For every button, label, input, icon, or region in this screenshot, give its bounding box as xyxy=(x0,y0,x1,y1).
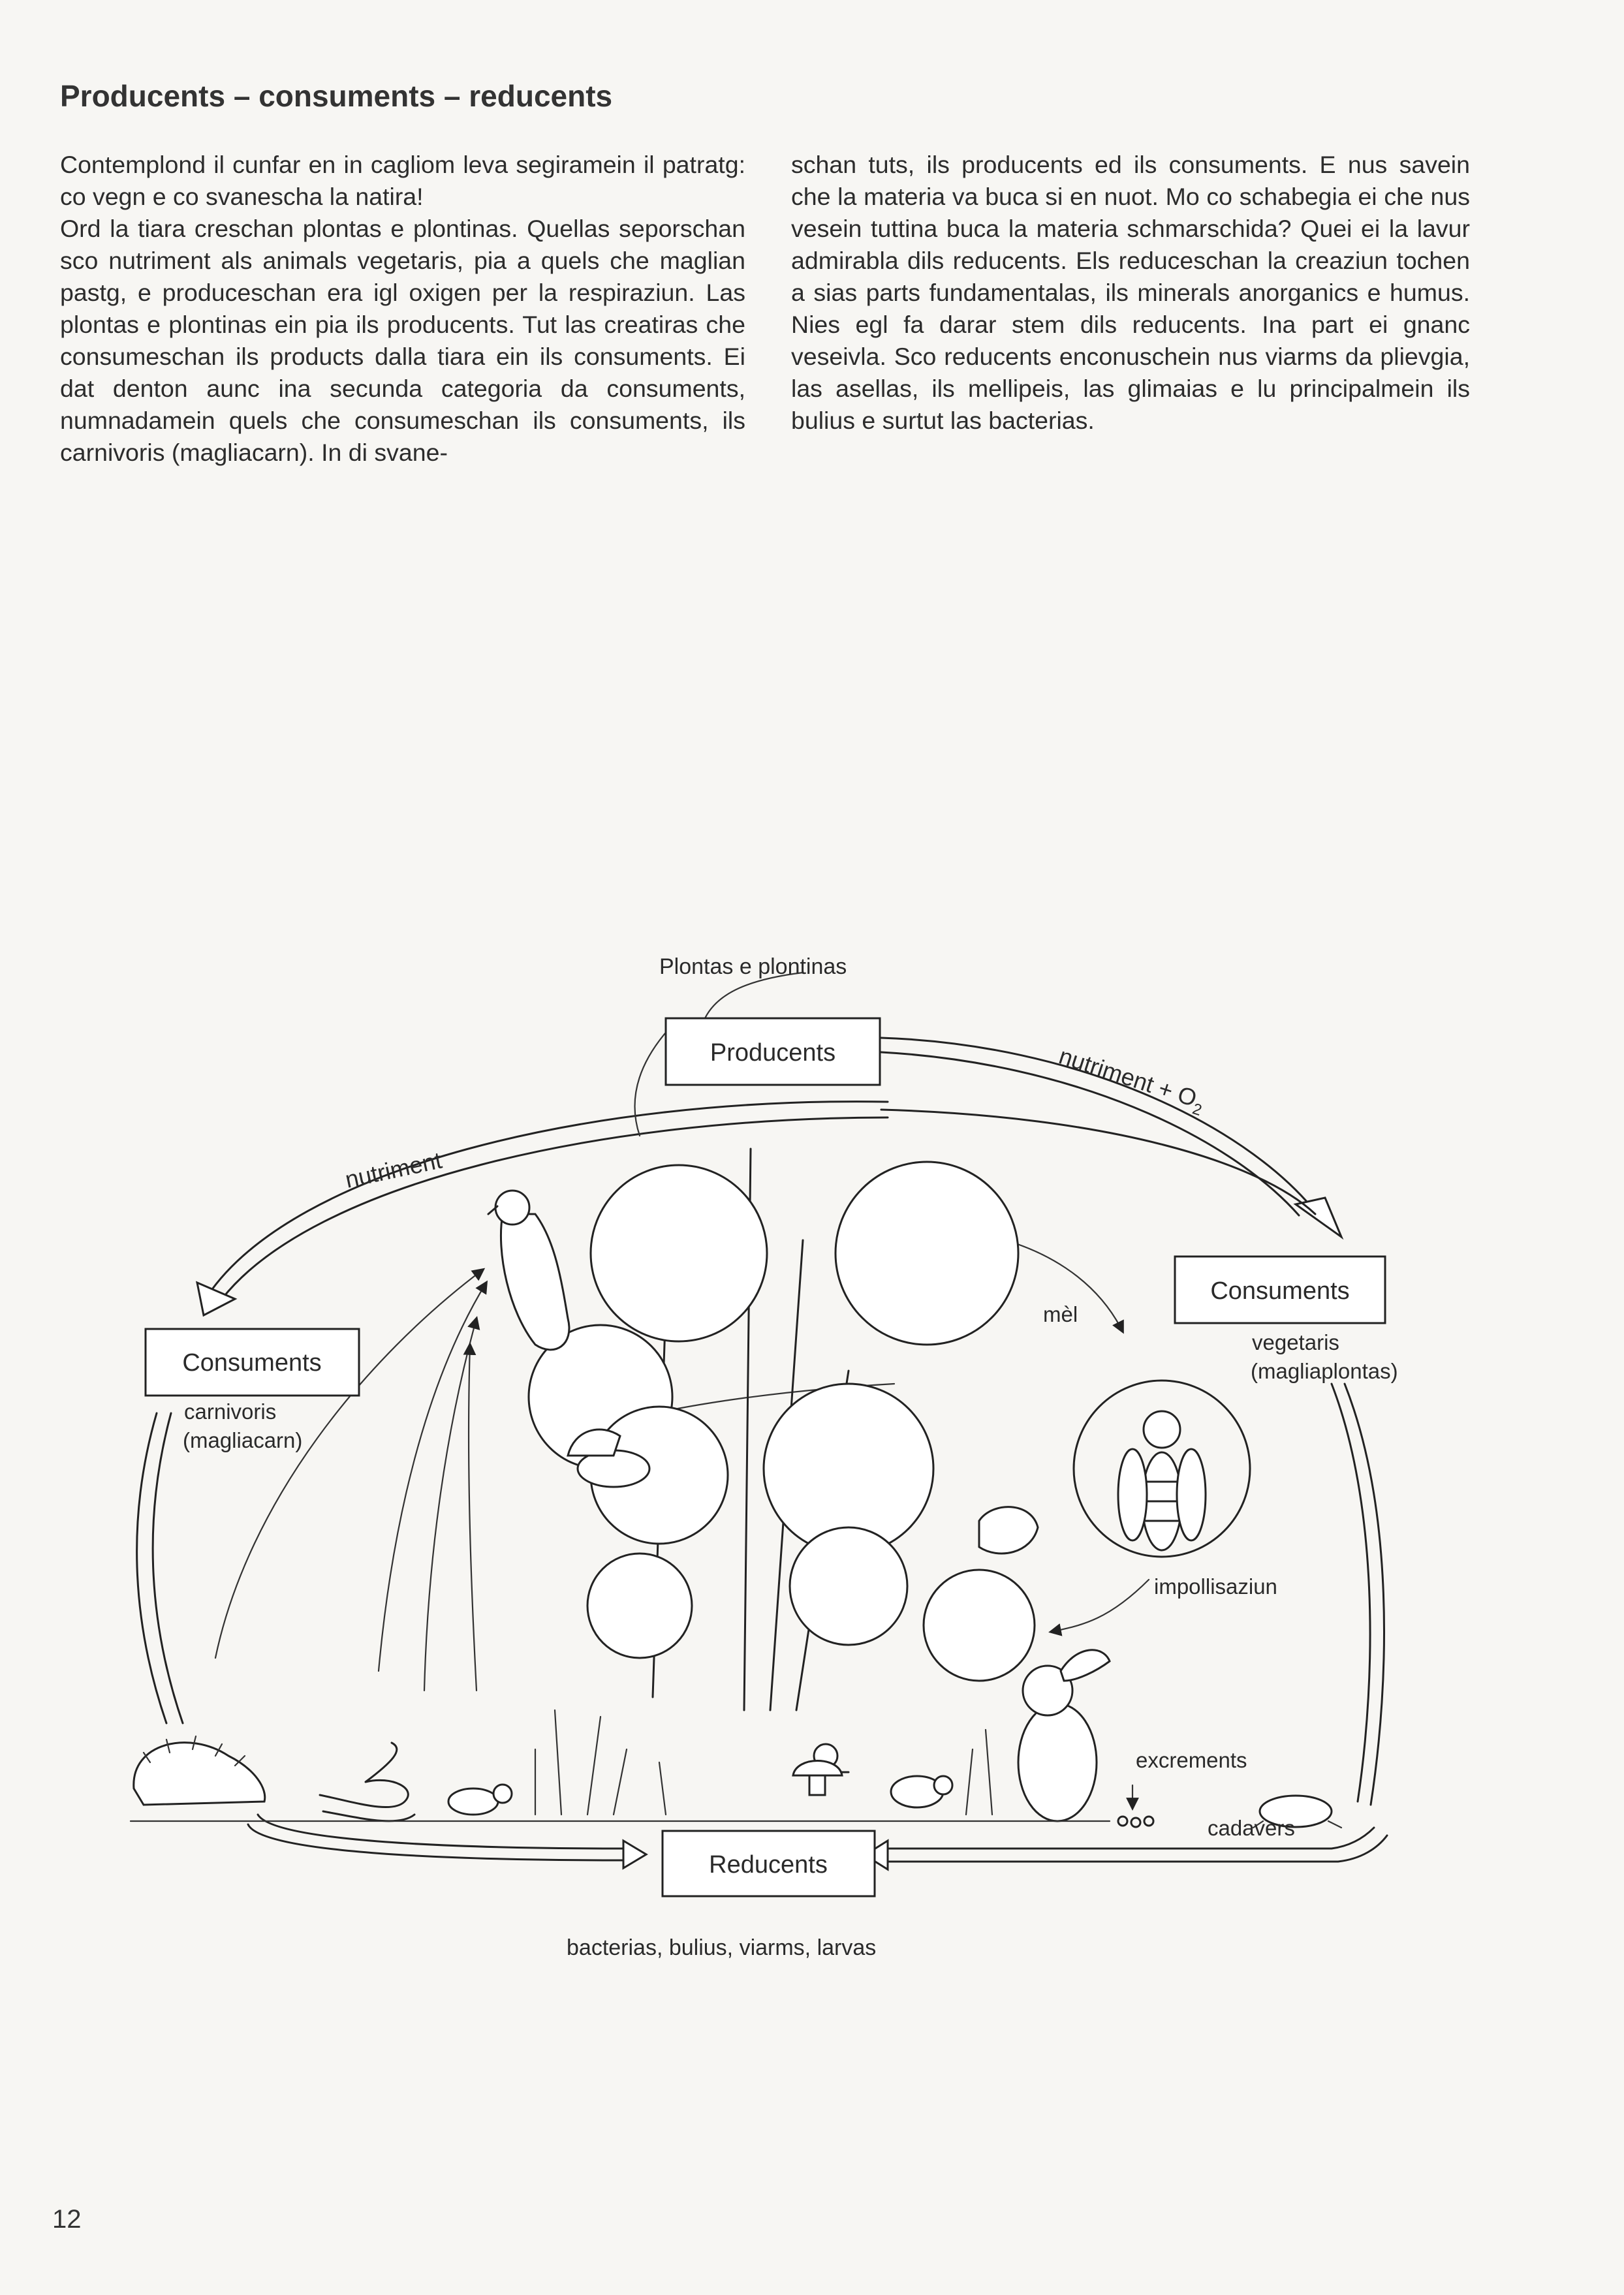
text-column-right: schan tuts, ils producents ed ils consum… xyxy=(791,149,1470,437)
impollisaziun-label: impollisaziun xyxy=(1154,1574,1277,1599)
paragraph: Contemplond il cunfar en in cagliom leva… xyxy=(60,151,745,210)
text-column-left: Contemplond il cunfar en in cagliom leva… xyxy=(60,149,745,469)
hedgehog-icon xyxy=(133,1735,266,1806)
bird-icon xyxy=(978,1506,1039,1555)
paragraph: schan tuts, ils producents ed ils consum… xyxy=(791,151,1470,434)
magliaplontas-label: (magliaplontas) xyxy=(1251,1359,1398,1383)
page-number: 12 xyxy=(52,2205,82,2234)
mushroom-icon xyxy=(792,1760,843,1796)
beetle-icon xyxy=(1252,1794,1343,1829)
consuments-carnivoris-label: Consuments xyxy=(182,1349,321,1377)
producents-box xyxy=(664,1017,881,1086)
droppings-icon xyxy=(1117,1784,1155,1828)
nutriment-label: nutriment xyxy=(343,1147,444,1193)
reducents-box xyxy=(661,1830,876,1897)
magliacarn-label: (magliacarn) xyxy=(183,1428,302,1452)
bee-icon xyxy=(1072,1379,1251,1558)
top-caption: Plontas e plontinas xyxy=(659,954,847,979)
arrow-consuments-to-reducents-left xyxy=(136,1412,184,1725)
arrows-to-reducents xyxy=(247,1813,1388,1871)
page-heading: Producents – consuments – reducents xyxy=(60,79,613,113)
nutriment-o2-label: nutriment + O2 xyxy=(1054,1042,1208,1119)
consuments-carnivoris-box xyxy=(144,1328,360,1397)
cadavers-label: cadavers xyxy=(1208,1816,1295,1840)
bird-of-prey-icon xyxy=(487,1189,570,1351)
nutriment-o2-arrow-right xyxy=(880,1037,1344,1240)
paragraph: Ord la tiara creschan plontas e plontina… xyxy=(60,215,745,466)
excrements-label: excrements xyxy=(1136,1748,1247,1772)
producents-label: Producents xyxy=(710,1039,835,1067)
arrow-consuments-to-reducents-right xyxy=(1330,1382,1385,1806)
bottom-caption: bacterias, bulius, viarms, larvas xyxy=(567,1935,876,1960)
ground-plants-icon xyxy=(129,1709,1111,1822)
mel-label: mèl xyxy=(1043,1302,1078,1326)
nutriment-arrow-left xyxy=(195,1101,889,1317)
reducents-label: Reducents xyxy=(709,1851,828,1879)
mouse-icon xyxy=(890,1775,954,1809)
consuments-vegetaris-label: Consuments xyxy=(1210,1277,1349,1305)
consuments-vegetaris-box xyxy=(1174,1255,1386,1324)
frog-icon xyxy=(447,1783,513,1816)
tree-illustration xyxy=(527,971,1036,1711)
carnivoris-label: carnivoris xyxy=(184,1399,276,1424)
rabbit-icon xyxy=(1017,1649,1111,1822)
vegetaris-label: vegetaris xyxy=(1252,1330,1339,1354)
snake-icon xyxy=(319,1741,416,1822)
songbird-nest-icon xyxy=(567,1428,651,1488)
